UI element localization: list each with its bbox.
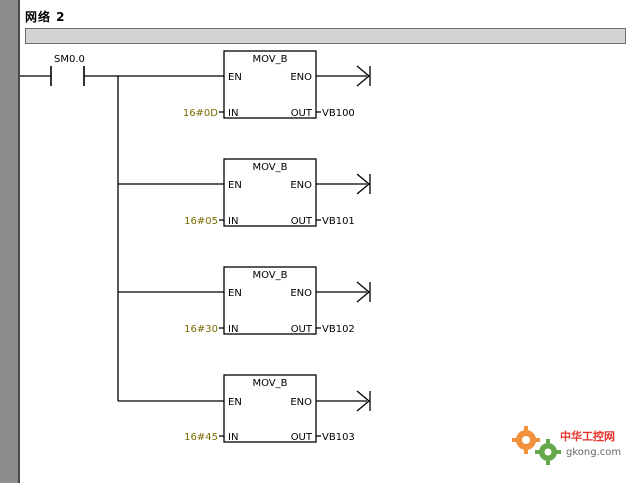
- out-pin: OUT: [291, 108, 313, 119]
- contact-sm0-0[interactable]: SM0.0: [50, 54, 85, 86]
- out-pin: OUT: [291, 324, 313, 335]
- in-pin: IN: [228, 432, 238, 443]
- in-pin: IN: [228, 108, 238, 119]
- power-rail: [0, 0, 18, 483]
- eno-pin: ENO: [290, 72, 312, 83]
- eno-pin: ENO: [290, 288, 312, 299]
- eno-pin: ENO: [290, 397, 312, 408]
- mov-b-block[interactable]: MOV_B EN ENO IN OUT 16#45 VB103: [118, 374, 371, 443]
- en-pin: EN: [228, 72, 242, 83]
- out-operand: VB102: [322, 324, 355, 335]
- en-pin: EN: [228, 288, 242, 299]
- out-pin: OUT: [291, 432, 313, 443]
- eno-pin: ENO: [290, 180, 312, 191]
- out-operand: VB100: [322, 108, 355, 119]
- en-pin: EN: [228, 180, 242, 191]
- gkong-watermark-logo: 中华工控网 gkong.com: [512, 426, 621, 465]
- logo-cn-text: 中华工控网: [560, 429, 615, 443]
- network-title[interactable]: 网络 2: [25, 10, 66, 24]
- out-operand: VB103: [322, 432, 355, 443]
- in-operand: 16#05: [184, 216, 218, 227]
- block-name: MOV_B: [252, 270, 287, 281]
- contact-label: SM0.0: [54, 54, 85, 65]
- block-name: MOV_B: [252, 162, 287, 173]
- power-rail-edge: [18, 0, 20, 483]
- mov-b-block[interactable]: MOV_B EN ENO IN OUT 16#05 VB101: [118, 158, 371, 227]
- in-operand: 16#30: [184, 324, 218, 335]
- network-comment-field[interactable]: [25, 28, 626, 44]
- gear-icon: [512, 426, 561, 465]
- out-pin: OUT: [291, 216, 313, 227]
- block-name: MOV_B: [252, 54, 287, 65]
- mov-b-block[interactable]: MOV_B EN ENO IN OUT 16#0D VB100: [118, 50, 371, 119]
- in-operand: 16#45: [184, 432, 218, 443]
- mov-b-block[interactable]: MOV_B EN ENO IN OUT 16#30 VB102: [118, 266, 371, 335]
- block-name: MOV_B: [252, 378, 287, 389]
- in-operand: 16#0D: [183, 108, 218, 119]
- en-pin: EN: [228, 397, 242, 408]
- in-pin: IN: [228, 216, 238, 227]
- logo-url-text: gkong.com: [566, 447, 621, 458]
- in-pin: IN: [228, 324, 238, 335]
- out-operand: VB101: [322, 216, 355, 227]
